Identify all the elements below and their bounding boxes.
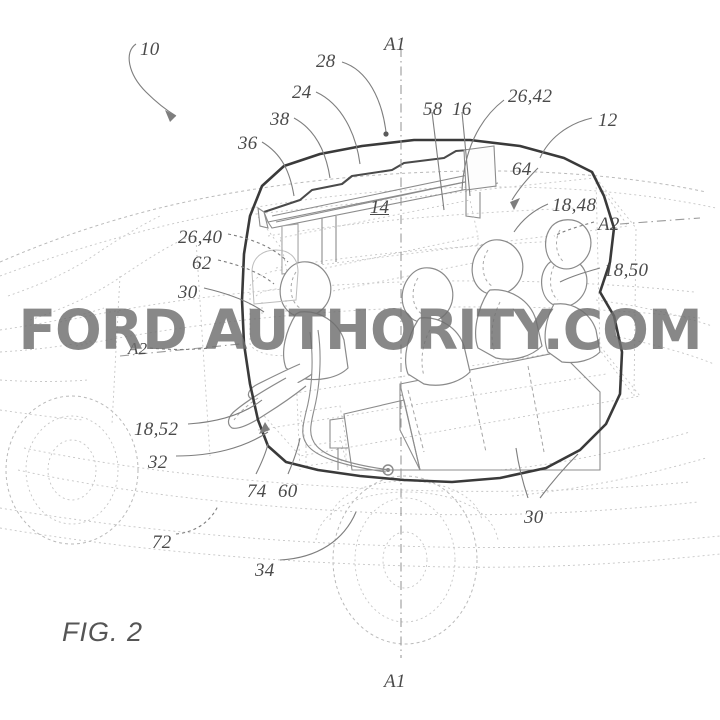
- overhead-console-assembly: [257, 145, 499, 301]
- ref-numeral-62: 62: [192, 253, 212, 274]
- leader-lines: [128, 43, 601, 561]
- ref-numeral-32: 32: [148, 452, 168, 473]
- ref-numeral-58: 58: [423, 99, 443, 120]
- axis-label-a2-left: A2: [128, 339, 148, 358]
- ref-numeral-12: 12: [598, 110, 618, 131]
- seating-and-passengers: [227, 219, 601, 476]
- passenger-fifth: [545, 219, 592, 270]
- ref-numeral-18-50: 18,50: [604, 260, 649, 281]
- ref-numeral-18-48: 18,48: [552, 195, 597, 216]
- ref-numeral-36: 36: [238, 133, 258, 154]
- cutaway-outline: [240, 138, 624, 484]
- figure-label: FIG. 2: [62, 617, 144, 647]
- ref-numeral-26-40: 26,40: [178, 227, 223, 248]
- axis-label-a1-bottom: A1: [384, 671, 406, 692]
- ghost-vehicle-body: [0, 170, 720, 645]
- ref-numeral-34: 34: [255, 560, 275, 581]
- ref-numeral-64: 64: [512, 159, 532, 180]
- ref-numeral-18-52: 18,52: [134, 419, 179, 440]
- center-numeral-14: 14: [370, 197, 389, 218]
- ref-numeral-60: 60: [278, 481, 298, 502]
- passenger-driver: [227, 261, 349, 429]
- passenger-fourth: [541, 257, 601, 364]
- passenger-second: [401, 267, 471, 386]
- axis-label-a1-top: A1: [384, 34, 406, 55]
- ref-numeral-26-42: 26,42: [508, 86, 553, 107]
- axis-label-a2-right: A2: [598, 214, 620, 235]
- ref-numeral-28: 28: [316, 51, 336, 72]
- ref-numeral-10: 10: [140, 39, 160, 60]
- ref-numeral-74: 74: [247, 481, 267, 502]
- ref-numeral-16: 16: [452, 99, 472, 120]
- ref-numeral-30-right: 30: [524, 507, 544, 528]
- ref-numeral-24: 24: [292, 82, 312, 103]
- ref-numeral-30-left: 30: [178, 282, 198, 303]
- ref-numeral-38: 38: [270, 109, 290, 130]
- passenger-third: [471, 239, 543, 360]
- ref-numeral-72: 72: [152, 532, 172, 553]
